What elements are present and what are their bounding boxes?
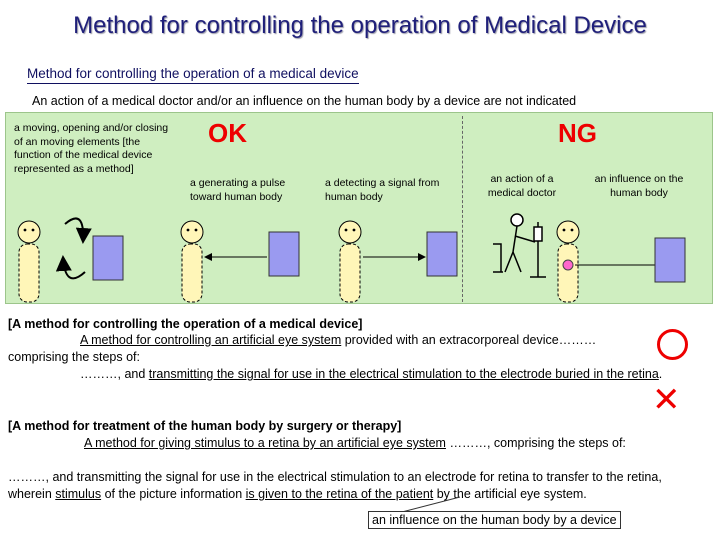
ng-claim-line1: A method for giving stimulus to a retina… bbox=[8, 435, 678, 452]
patient-figure-1-icon bbox=[17, 220, 41, 303]
ok-claim-line3: ………, and transmitting the signal for use… bbox=[8, 366, 668, 383]
callout-pointer-icon bbox=[401, 496, 461, 513]
ok-claim-heading: [A method for controlling the operation … bbox=[8, 317, 363, 331]
ng-item-doctor: an action of a medical doctor bbox=[487, 173, 557, 199]
patient-figure-3-icon bbox=[338, 220, 362, 303]
doctor-figure-icon bbox=[493, 213, 546, 278]
function-description: a moving, opening and/or closing of an m… bbox=[14, 122, 169, 175]
ng-claim-heading: [A method for treatment of the human bod… bbox=[8, 419, 402, 433]
ok-claim-line1: A method for controlling an artificial e… bbox=[80, 332, 655, 349]
ng-item-influence: an influence on the human body bbox=[594, 173, 684, 199]
ok-item-pulse: a generating a pulse toward human body bbox=[190, 177, 286, 203]
ng-claim-given: is given to the retina of the patient bbox=[245, 487, 434, 501]
ng-claim-line1-rest: ………, comprising the steps of: bbox=[445, 436, 626, 450]
ng-claim-line2: ………, and transmitting the signal for use… bbox=[8, 469, 680, 503]
ng-label: NG bbox=[558, 118, 597, 148]
ok-claim-line2: comprising the steps of: bbox=[8, 350, 141, 364]
ng-claim-line2-text: ………, and transmitting the signal for use… bbox=[8, 470, 662, 501]
device-box-2-icon bbox=[268, 231, 300, 277]
ok-label: OK bbox=[208, 118, 247, 148]
ng-claim-line1-underlined: A method for giving stimulus to a retina… bbox=[84, 436, 446, 450]
note-text: An action of a medical doctor and/or an … bbox=[32, 94, 577, 108]
influence-callout: an influence on the human body by a devi… bbox=[368, 511, 621, 529]
page-title: Method for controlling the operation of … bbox=[73, 12, 647, 39]
rotating-arrows-icon bbox=[55, 217, 92, 280]
ng-claim-tail: by the artificial eye system. bbox=[433, 487, 587, 501]
patient-figure-ng-icon bbox=[556, 220, 580, 303]
section-subtitle: Method for controlling the operation of … bbox=[27, 66, 359, 84]
ok-claim-line3-end: . bbox=[658, 367, 663, 381]
ok-item-detect: a detecting a signal from human body bbox=[325, 177, 440, 203]
ok-claim-line3-underlined: transmitting the signal for use in the e… bbox=[148, 367, 659, 381]
ng-claim-stimulus: stimulus bbox=[55, 487, 102, 501]
device-box-4-icon bbox=[654, 237, 686, 283]
ok-ng-divider bbox=[462, 116, 463, 302]
illustration-figures bbox=[17, 213, 686, 303]
ng-claim-mid: of the picture information bbox=[101, 487, 246, 501]
patient-figure-2-icon bbox=[180, 220, 204, 303]
ok-claim-line1-rest: provided with an extracorporeal device……… bbox=[341, 333, 597, 347]
device-box-1-icon bbox=[92, 235, 124, 281]
ok-claim-line3-a: ………, and bbox=[80, 367, 149, 381]
ok-claim-line1-underlined: A method for controlling an artificial e… bbox=[80, 333, 342, 347]
ng-cross-mark: ✕ bbox=[652, 381, 681, 419]
device-box-3-icon bbox=[426, 231, 458, 277]
ok-circle-mark bbox=[657, 329, 688, 360]
